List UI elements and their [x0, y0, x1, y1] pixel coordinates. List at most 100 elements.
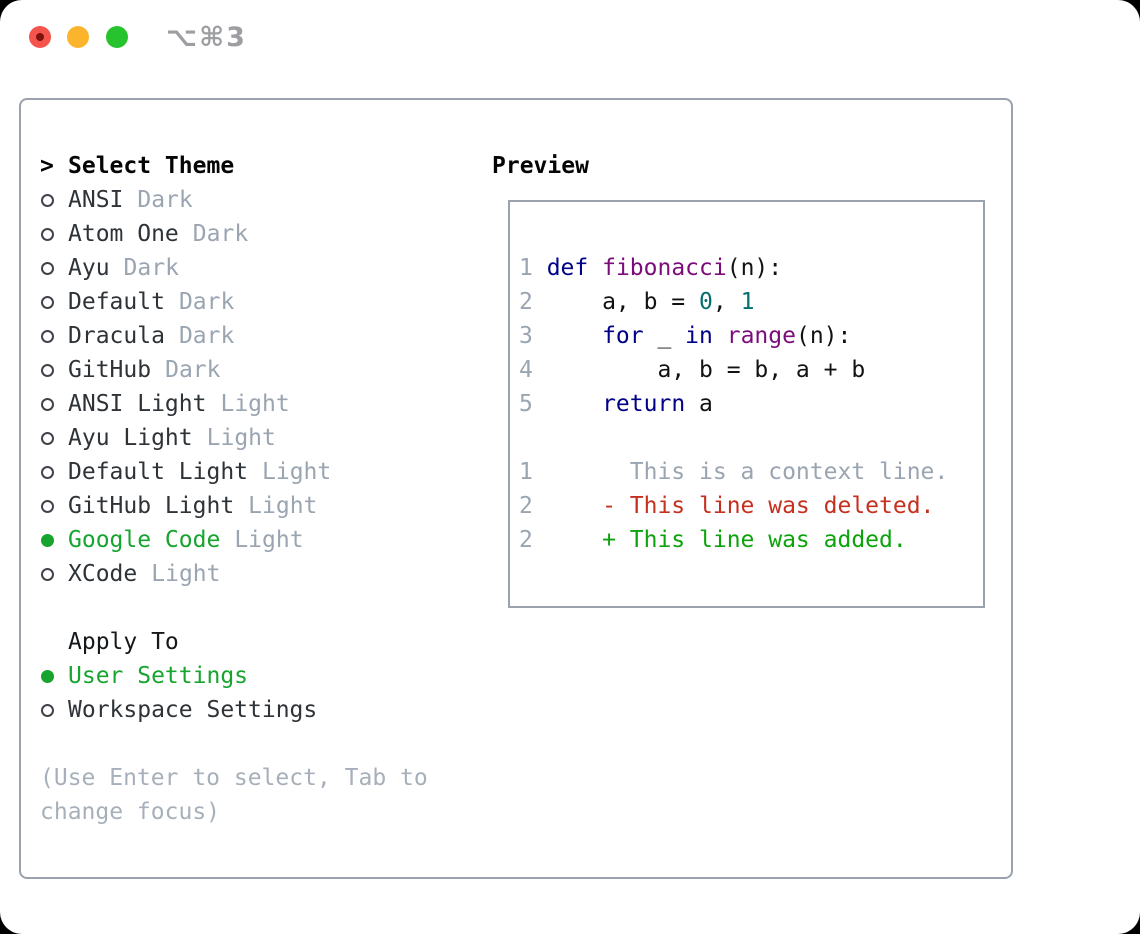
radio-unselected-icon — [40, 465, 68, 479]
list-gap — [40, 591, 428, 625]
theme-option-atom-one-dark[interactable]: Atom One Dark — [40, 217, 428, 251]
code-token — [588, 251, 602, 285]
theme-name: GitHub Light — [68, 493, 235, 519]
theme-variant: Light — [220, 391, 290, 417]
radio-unselected-icon — [40, 193, 68, 207]
code-token: range — [726, 323, 796, 349]
theme-variant: Dark — [192, 221, 249, 247]
zoom-button[interactable] — [106, 26, 128, 48]
code-token: fibonacci — [602, 255, 727, 281]
code-line: 5 return a — [519, 387, 977, 421]
theme-variant: Dark — [178, 323, 235, 349]
code-token: (n): — [795, 323, 852, 349]
theme-list-header: > Select Theme — [40, 149, 428, 183]
code-token: a — [685, 391, 713, 417]
theme-variant: Dark — [137, 187, 193, 213]
radio-unselected-icon — [40, 295, 68, 309]
diff-context-line: 1 This is a context line. — [519, 455, 977, 489]
theme-selector-panel: > Select Theme ANSI Dark Atom One Dark A… — [19, 98, 1013, 879]
line-number: 2 — [519, 493, 533, 519]
code-line: 4 a, b = b, a + b — [519, 353, 977, 387]
radio-unselected-icon — [40, 363, 68, 377]
theme-variant: Dark — [165, 357, 221, 383]
theme-name: Dracula — [68, 323, 165, 349]
theme-option-xcode-light[interactable]: XCode Light — [40, 557, 428, 591]
theme-name: Atom One — [68, 221, 179, 247]
radio-unselected-icon — [40, 567, 68, 581]
theme-option-github-dark[interactable]: GitHub Dark — [40, 353, 428, 387]
code-token: a, b = b, a + b — [546, 357, 866, 383]
code-token — [713, 319, 727, 353]
diff-added-line: 2 + This line was added. — [519, 523, 977, 557]
code-token: return — [602, 391, 686, 417]
diff-deleted-line: 2 - This line was deleted. — [519, 489, 977, 523]
radio-unselected-icon — [40, 431, 68, 445]
code-token — [547, 387, 602, 421]
theme-option-google-code-light[interactable]: Google Code Light — [40, 523, 428, 557]
theme-option-ansi-dark[interactable]: ANSI Dark — [40, 183, 428, 217]
radio-unselected-icon — [40, 703, 68, 717]
code-line: 3 for _ in range (n): — [519, 319, 977, 353]
code-token: , — [712, 289, 741, 315]
code-token: a, b = — [546, 289, 700, 315]
minimize-button[interactable] — [67, 26, 89, 48]
theme-option-dracula-dark[interactable]: Dracula Dark — [40, 319, 428, 353]
line-number: 1 — [519, 459, 533, 485]
theme-name: Default Light — [68, 459, 249, 485]
radio-unselected-icon — [40, 261, 68, 275]
code-token — [547, 319, 602, 353]
theme-list-title: Select Theme — [68, 153, 235, 179]
apply-option-label: Workspace Settings — [68, 697, 318, 723]
radio-unselected-icon — [40, 397, 68, 411]
line-number: 2 — [519, 527, 533, 553]
diff-deleted-text: - This line was deleted. — [546, 493, 935, 519]
line-number: 1 — [519, 255, 533, 281]
diff-context-text: This is a context line. — [546, 459, 949, 485]
theme-option-default-dark[interactable]: Default Dark — [40, 285, 428, 319]
line-number — [519, 421, 547, 455]
code-token: (n): — [726, 255, 783, 281]
radio-unselected-icon — [40, 329, 68, 343]
diff-added-text: + This line was added. — [546, 527, 907, 553]
code-token: _ — [643, 323, 686, 349]
window-title: ⌥⌘3 — [166, 22, 247, 53]
radio-unselected-icon — [40, 227, 68, 241]
theme-name: ANSI Light — [68, 391, 207, 417]
theme-name: Google Code — [68, 527, 221, 553]
theme-option-github-light[interactable]: GitHub Light Light — [40, 489, 428, 523]
radio-unselected-icon — [40, 499, 68, 513]
radio-selected-icon — [40, 669, 68, 683]
code-token: 1 — [740, 289, 755, 315]
code-line: 2 a, b = 0 , 1 — [519, 285, 977, 319]
theme-variant: Dark — [178, 289, 235, 315]
preview-box: 1 def fibonacci (n): 2 a, b = 0 , 1 3 fo… — [508, 200, 985, 608]
theme-list: > Select Theme ANSI Dark Atom One Dark A… — [40, 149, 428, 829]
line-number: 3 — [519, 323, 533, 349]
theme-name: XCode — [68, 561, 138, 587]
theme-variant: Light — [151, 561, 221, 587]
apply-to-header: Apply To — [40, 625, 428, 659]
theme-name: GitHub — [68, 357, 152, 383]
apply-option-user-settings[interactable]: User Settings — [40, 659, 428, 693]
list-gap — [40, 727, 428, 761]
theme-variant: Light — [262, 459, 332, 485]
line-number: 5 — [519, 391, 533, 417]
code-blank-line — [519, 421, 977, 455]
theme-option-ayu-light[interactable]: Ayu Light Light — [40, 421, 428, 455]
theme-name: Ayu Light — [68, 425, 193, 451]
theme-variant: Light — [234, 527, 304, 553]
code-line: 1 def fibonacci (n): — [519, 251, 977, 285]
code-token: 0 — [699, 289, 713, 315]
code-token: in — [685, 323, 713, 349]
focus-caret-icon: > — [40, 153, 54, 179]
keyboard-hint-line-1: (Use Enter to select, Tab to — [40, 765, 428, 791]
close-button[interactable] — [29, 26, 51, 48]
code-token: def — [546, 255, 589, 281]
theme-variant: Light — [248, 493, 318, 519]
theme-option-default-light[interactable]: Default Light Light — [40, 455, 428, 489]
apply-option-workspace-settings[interactable]: Workspace Settings — [40, 693, 428, 727]
theme-variant: Light — [206, 425, 276, 451]
theme-option-ayu-dark[interactable]: Ayu Dark — [40, 251, 428, 285]
theme-name: ANSI — [68, 187, 124, 213]
theme-option-ansi-light[interactable]: ANSI Light Light — [40, 387, 428, 421]
